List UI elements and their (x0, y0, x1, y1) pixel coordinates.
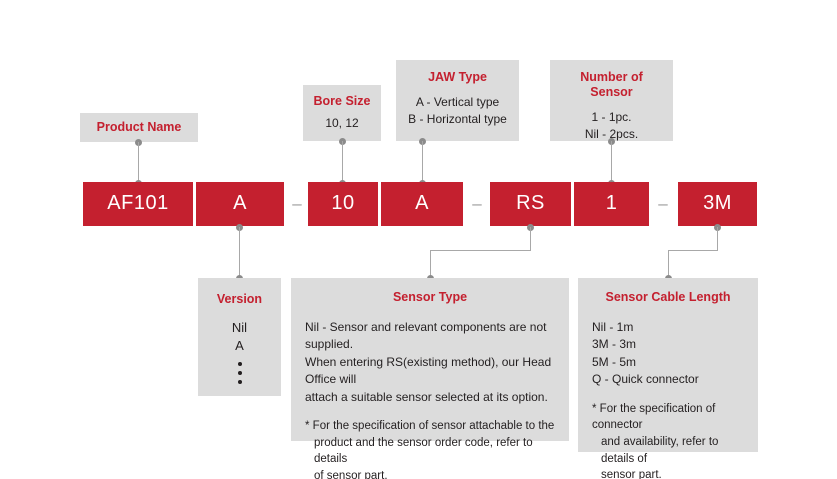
code-box-number-of-sensor[interactable]: 1 (574, 182, 649, 226)
connector-line-cable-length-horizontal (668, 250, 718, 251)
panel-bore-size-title: Bore Size (313, 94, 371, 108)
panel-sensor-cable-length-options: Nil - 1m 3M - 3m 5M - 5m Q - Quick conne… (592, 319, 744, 389)
sensor-type-desc-line-3: attach a suitable sensor selected at its… (305, 389, 548, 404)
connector-line-jaw-type (422, 141, 423, 184)
version-option-nil: Nil (231, 320, 248, 335)
panel-version-options: Nil A (204, 319, 275, 385)
panel-sensor-cable-length-note: * For the specification of connector and… (592, 401, 744, 479)
panel-jaw-type: JAW Type A - Vertical type B - Horizonta… (396, 60, 519, 141)
panel-number-of-sensor-options: 1 - 1pc. Nil - 2pcs. (558, 109, 665, 144)
code-box-version[interactable]: A (196, 182, 284, 226)
cable-length-note-line-1: * For the specification of connector (592, 402, 716, 432)
code-separator-2-glyph: – (472, 194, 482, 213)
code-value-number-of-sensor: 1 (605, 192, 618, 214)
connector-line-number-of-sensor (611, 141, 612, 184)
connector-line-cable-length-vertical-a (717, 227, 718, 251)
sensor-type-note-line-1: * For the specification of sensor attach… (305, 419, 555, 432)
code-value-jaw-type: A (415, 192, 429, 214)
panel-sensor-cable-length: Sensor Cable Length Nil - 1m 3M - 3m 5M … (578, 278, 758, 479)
connector-line-bore-size (342, 141, 343, 184)
code-value-sensor-type: RS (516, 192, 545, 214)
panel-jaw-type-options: A - Vertical type B - Horizontal type (404, 94, 511, 129)
code-box-jaw-type[interactable]: A (381, 182, 463, 226)
code-box-sensor-type[interactable]: RS (490, 182, 571, 226)
version-ellipsis-icon (204, 362, 275, 385)
panel-jaw-type-title: JAW Type (428, 70, 487, 84)
code-separator-3: – (652, 182, 674, 226)
sensor-type-desc-line-2: When entering RS(existing method), our H… (305, 354, 552, 387)
sensor-type-desc-line-1: Nil - Sensor and relevant components are… (305, 320, 547, 352)
number-of-sensor-option-1: 1 - 1pc. (591, 110, 632, 124)
code-value-product-name: AF101 (107, 192, 169, 214)
code-box-bore-size[interactable]: 10 (308, 182, 378, 226)
version-option-a: A (235, 338, 244, 354)
panel-sensor-type: Sensor Type Nil - Sensor and relevant co… (291, 278, 569, 479)
code-box-sensor-cable-length[interactable]: 3M (678, 182, 757, 226)
panel-sensor-type-note: * For the specification of sensor attach… (305, 418, 555, 479)
panel-number-of-sensor: Number of Sensor 1 - 1pc. Nil - 2pcs. (550, 60, 673, 141)
connector-line-cable-length-vertical-b (668, 250, 669, 278)
panel-product-name-title: Product Name (96, 120, 182, 134)
panel-bore-size: Bore Size 10, 12 (303, 85, 381, 141)
cable-length-note-line-3: sensor part. (601, 469, 662, 479)
sensor-type-note-line-3: of sensor part. (314, 469, 388, 479)
cable-length-note-line-2: and availability, refer to details of (601, 435, 719, 465)
code-box-product-name[interactable]: AF101 (83, 182, 193, 226)
panel-version-title: Version (216, 292, 263, 306)
connector-line-sensor-type-vertical-b (430, 250, 431, 278)
cable-length-option-5m: 5M - 5m (592, 354, 637, 369)
cable-length-option-nil: Nil - 1m (592, 320, 634, 334)
code-value-sensor-cable-length: 3M (703, 192, 732, 214)
panel-sensor-type-description: Nil - Sensor and relevant components are… (305, 319, 555, 406)
cable-length-option-3m: 3M - 3m (592, 337, 637, 352)
code-separator-1: – (286, 182, 308, 226)
cable-length-option-q: Q - Quick connector (592, 372, 699, 387)
jaw-type-option-b: B - Horizontal type (408, 112, 507, 127)
panel-sensor-type-title: Sensor Type (392, 290, 468, 304)
connector-line-sensor-type-vertical-a (530, 227, 531, 251)
code-separator-1-glyph: – (292, 194, 302, 213)
code-value-bore-size: 10 (331, 192, 355, 214)
code-value-version: A (233, 192, 247, 214)
code-separator-3-glyph: – (658, 194, 668, 213)
panel-version: Version Nil A (198, 278, 281, 396)
connector-line-product-name (138, 142, 139, 184)
panel-sensor-cable-length-title: Sensor Cable Length (605, 290, 731, 304)
jaw-type-option-a: A - Vertical type (415, 95, 500, 109)
code-separator-2: – (466, 182, 488, 226)
panel-number-of-sensor-title: Number of Sensor (580, 70, 643, 99)
connector-line-version (239, 227, 240, 278)
panel-product-name: Product Name (80, 113, 198, 142)
number-of-sensor-option-nil: Nil - 2pcs. (584, 127, 639, 142)
sensor-type-note-line-2: product and the sensor order code, refer… (314, 436, 533, 466)
connector-line-sensor-type-horizontal (430, 250, 531, 251)
panel-bore-size-values: 10, 12 (325, 116, 359, 130)
